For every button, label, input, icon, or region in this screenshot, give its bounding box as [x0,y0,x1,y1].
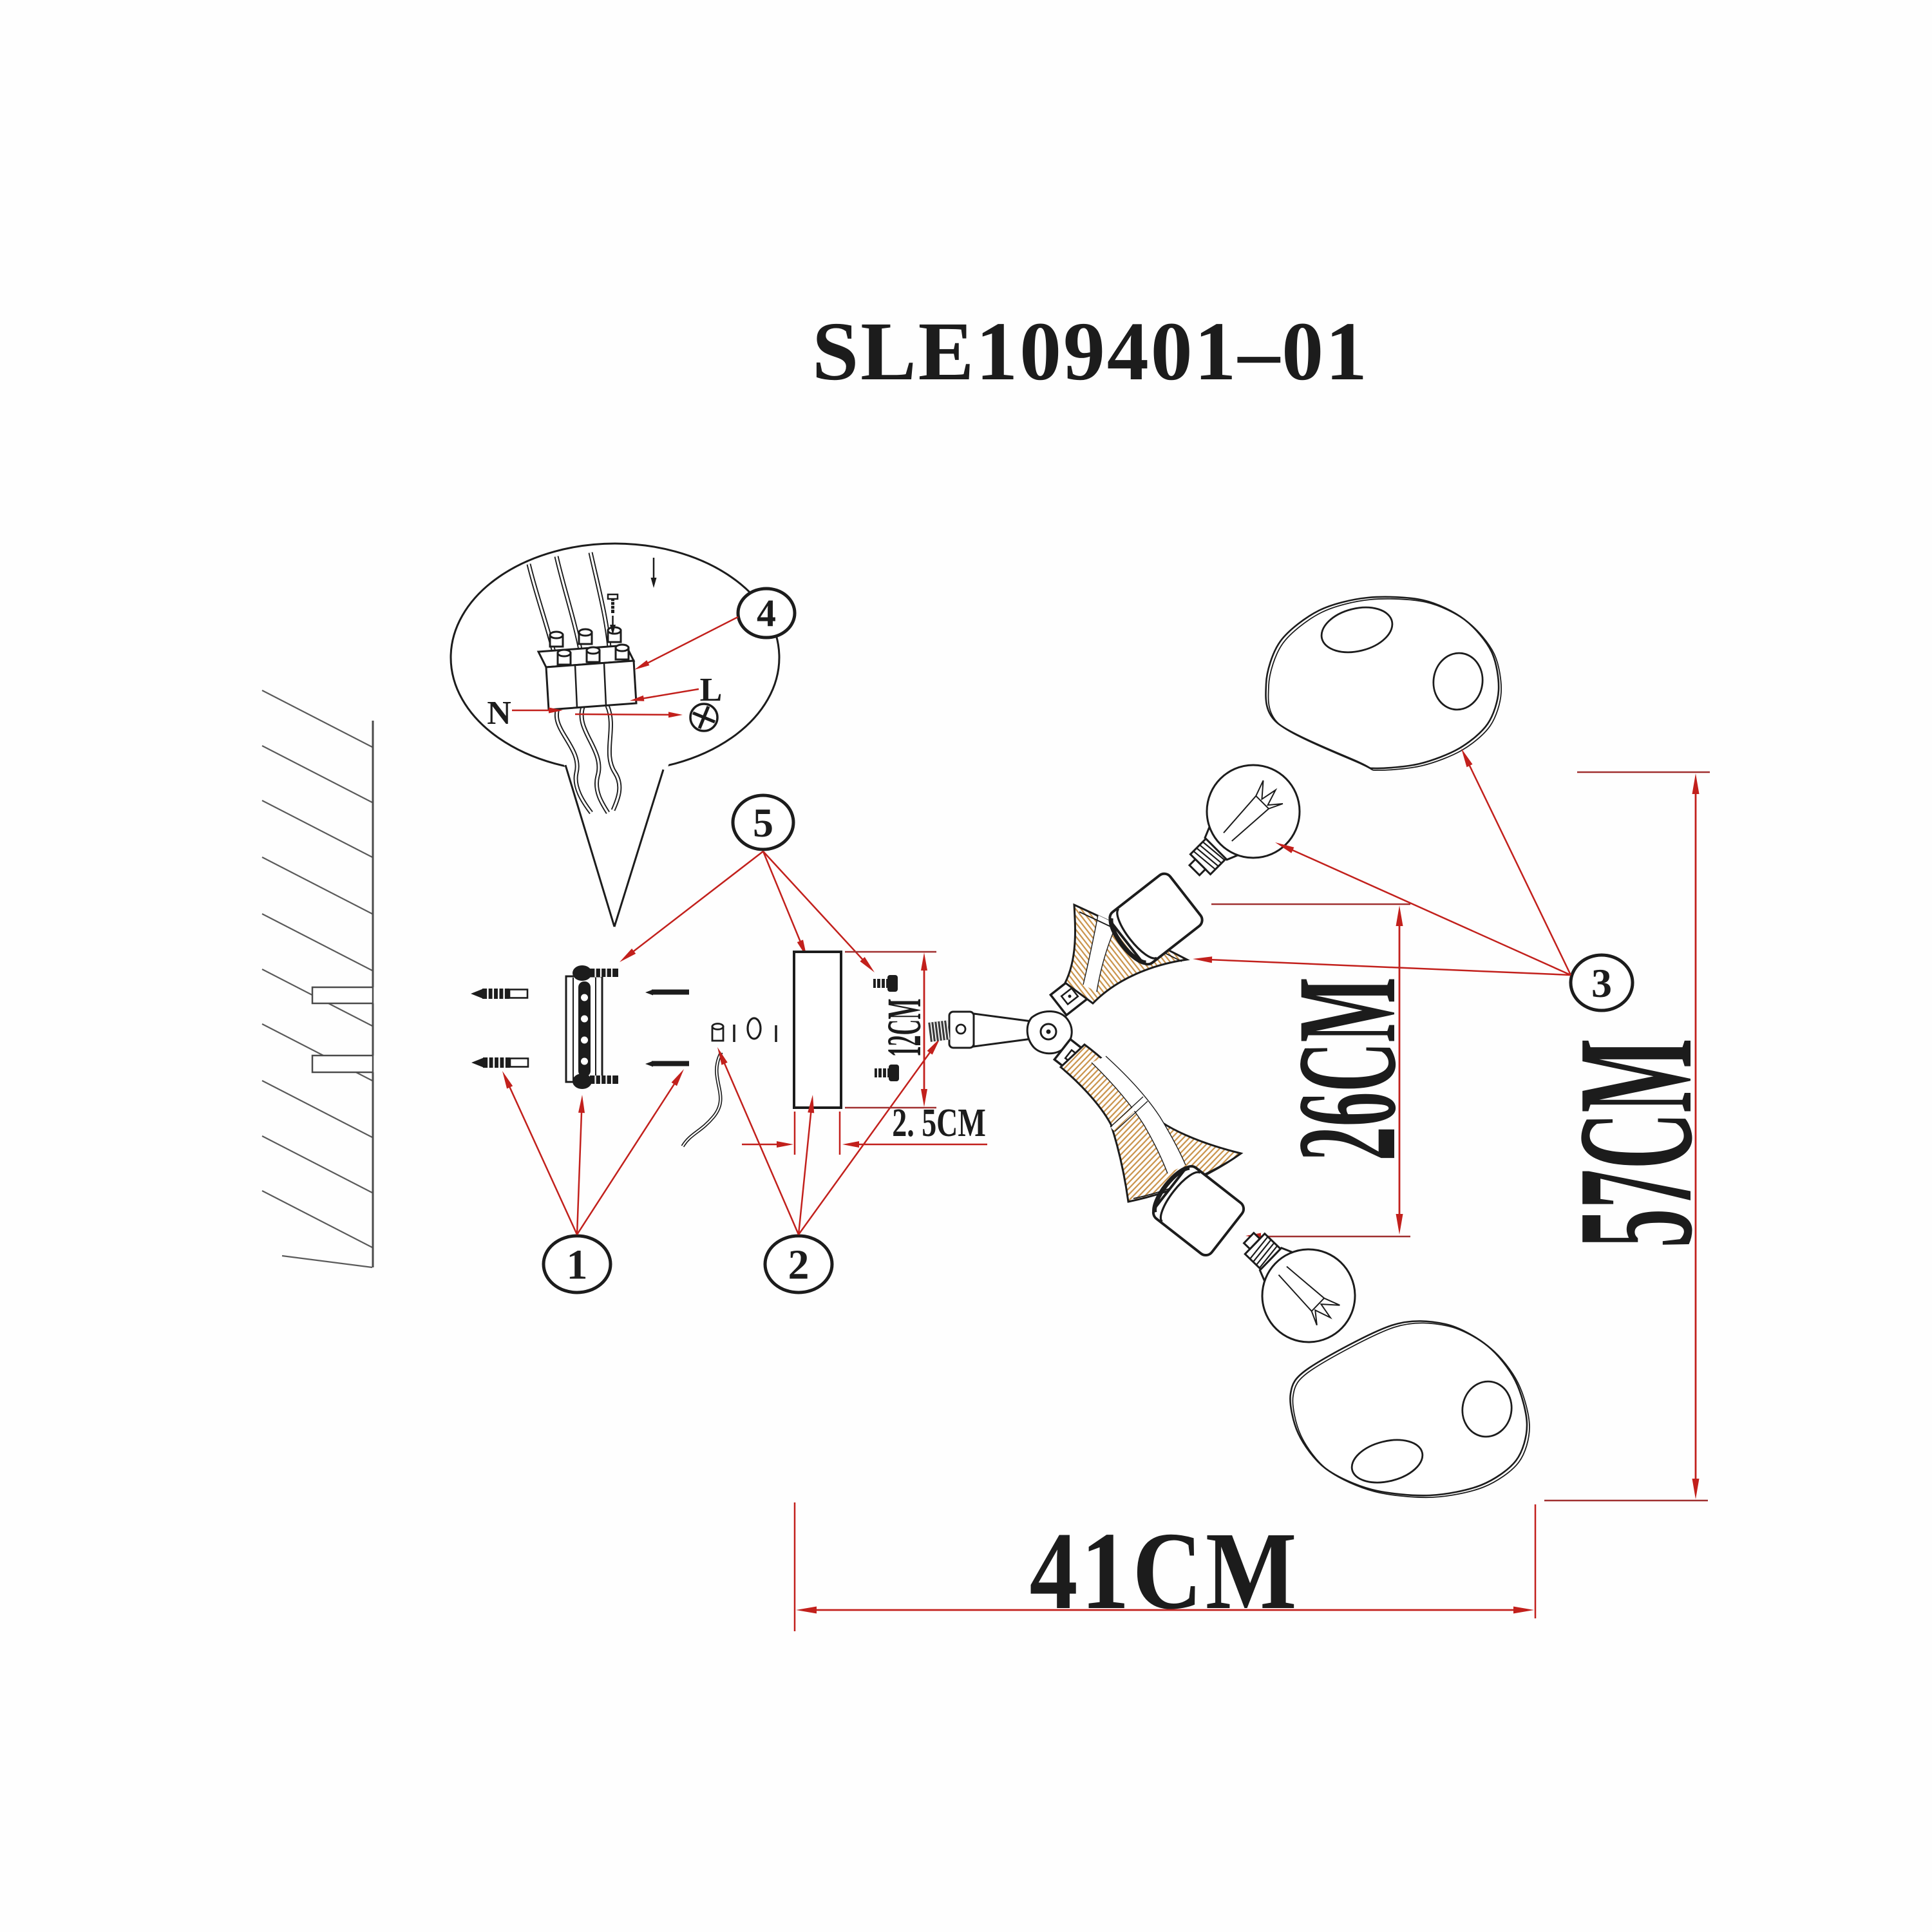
svg-text:12CM: 12CM [877,999,931,1057]
svg-text:3: 3 [1591,960,1612,1006]
svg-text:41CM: 41CM [1030,1509,1297,1632]
svg-text:57CM: 57CM [1544,1038,1727,1247]
svg-text:L: L [700,672,723,708]
svg-text:2: 2 [788,1241,810,1288]
svg-text:N: N [487,695,511,732]
svg-text:1: 1 [567,1241,588,1288]
svg-text:4: 4 [757,592,776,634]
svg-text:5: 5 [753,800,773,846]
svg-text:26CM: 26CM [1269,977,1425,1160]
svg-text:2. 5CM: 2. 5CM [892,1100,986,1144]
svg-text:SLE109401–01: SLE109401–01 [812,305,1367,398]
